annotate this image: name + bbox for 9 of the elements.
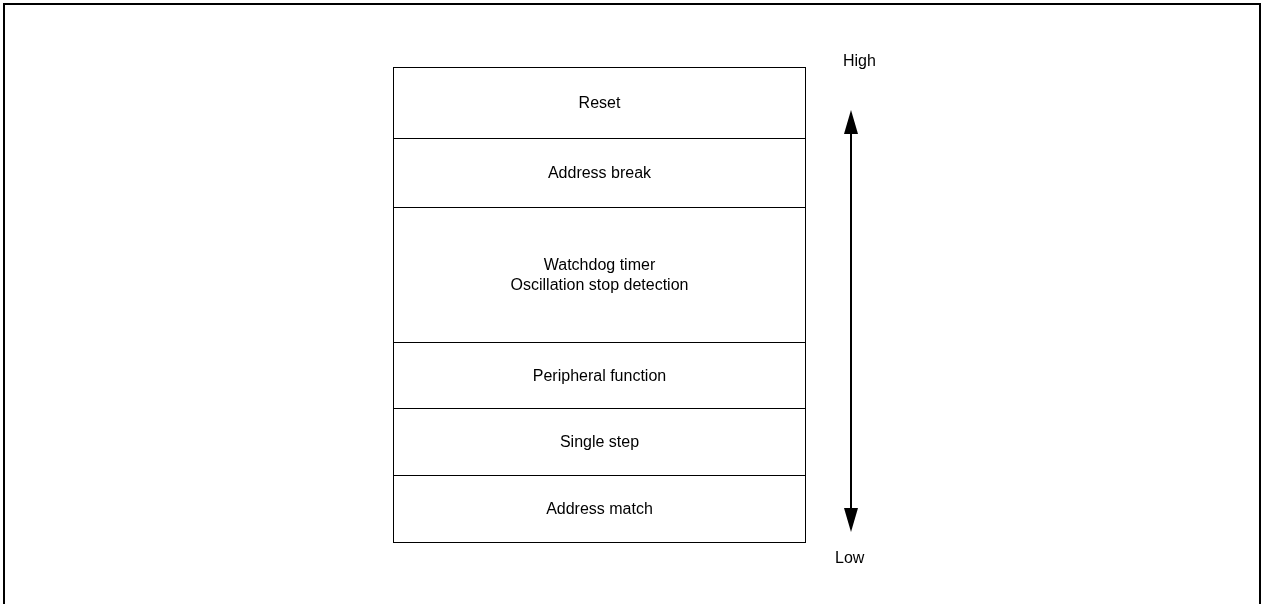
box-text: Address match (546, 499, 653, 519)
priority-label: High (843, 51, 876, 71)
box-text: Single step (559, 432, 640, 452)
box-text: Peripheral function (532, 365, 667, 386)
priority-label: Low (835, 548, 865, 568)
box-text: Oscillation stop detection (510, 275, 689, 295)
box-text: Address break (547, 163, 652, 183)
box-text: Reset (578, 93, 621, 113)
box-text: Watchdog timer (543, 255, 656, 275)
